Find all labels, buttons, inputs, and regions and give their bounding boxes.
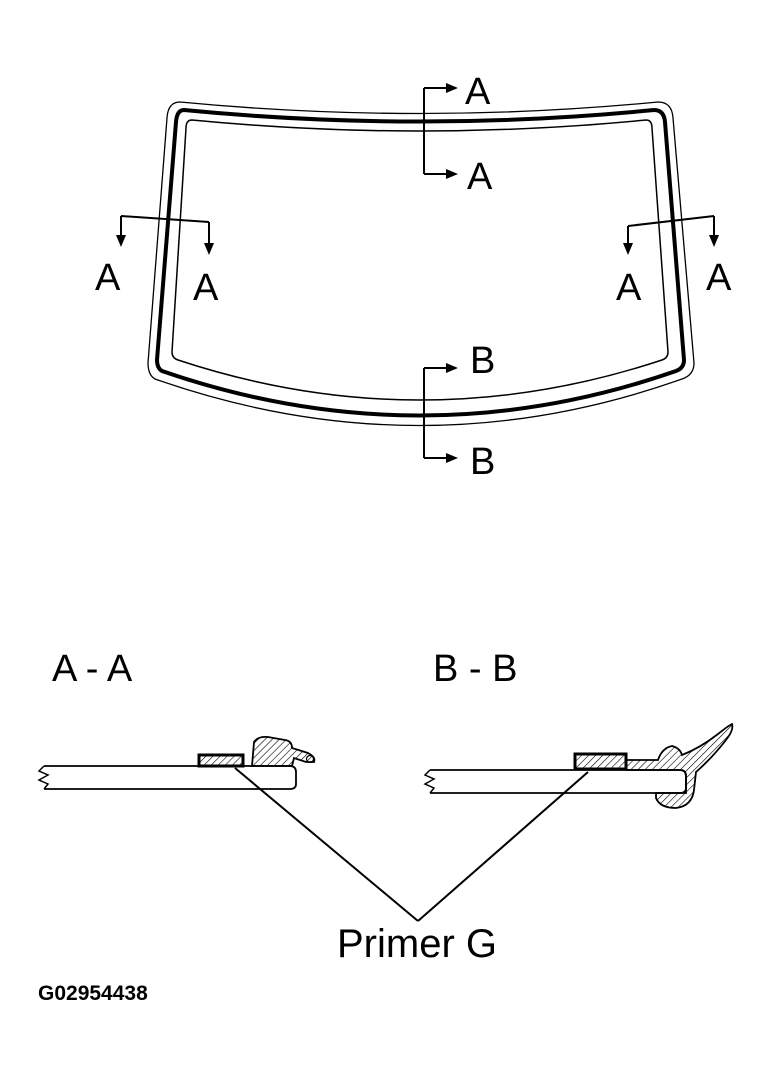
figure-code: G02954438 [38,982,148,1005]
aa-primer-strip [197,753,245,768]
aa-molding [251,735,316,767]
section-view-aa [37,735,316,790]
mark-left-inner: A [193,267,219,309]
section-line-bottom [423,363,458,463]
glass-inner-edge [171,119,669,401]
mark-left-outer: A [95,257,121,299]
section-bb-title: B - B [433,648,517,690]
mark-bottom-lower: B [470,441,495,483]
aa-glass-section [44,765,297,790]
section-line-right [623,215,719,255]
glass-outer-edge [147,101,695,427]
primer-leader-lines [234,767,589,922]
mark-top-lower: A [467,156,493,198]
section-aa-title: A - A [52,648,133,690]
mark-right-outer: A [706,257,732,299]
section-line-top [423,83,458,179]
bb-glass-section [430,769,687,794]
molding-thick-line [154,107,687,418]
primer-g-label: Primer G [337,922,497,966]
mark-right-inner: A [616,267,642,309]
mark-bottom-upper: B [470,340,495,382]
windshield-glass [147,101,695,427]
mark-top-upper: A [465,71,491,113]
section-line-left [116,215,214,255]
section-view-bb [423,722,734,809]
bb-primer-strip [573,752,628,771]
bb-molding [625,722,734,809]
